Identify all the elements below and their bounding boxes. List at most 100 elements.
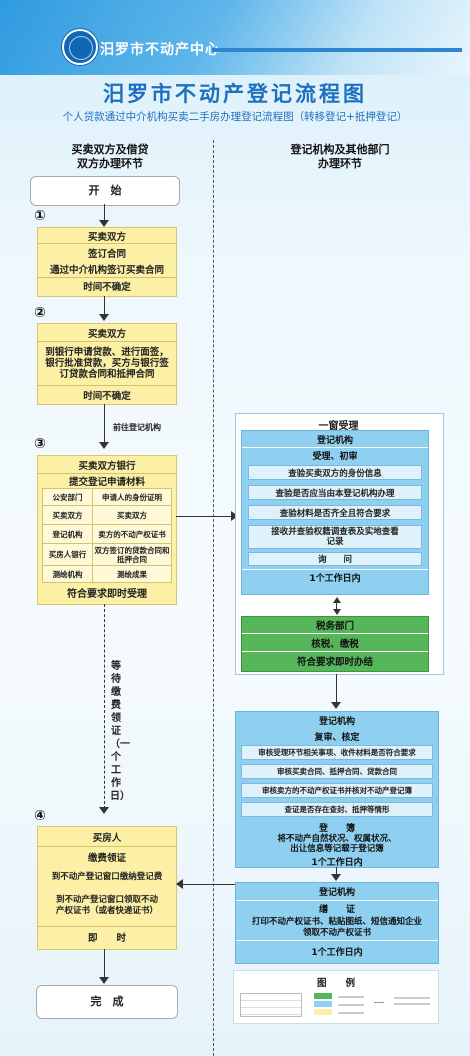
acceptance-item: 查验材料是否齐全且符合要求	[248, 505, 422, 520]
window-title: 一窗受理	[318, 421, 359, 432]
step3-actor: 买卖双方银行	[38, 456, 176, 474]
arrow	[176, 516, 234, 517]
legend-swatch-green	[314, 993, 332, 999]
legend-caption	[338, 1012, 364, 1014]
left-column-header: 买卖双方及借贷双方办理环节	[71, 143, 149, 170]
tax-head: 税务部门	[242, 617, 428, 634]
legend-caption	[338, 1004, 364, 1006]
review-footer: 1个工作日内	[311, 858, 363, 868]
legend-box: 图 例	[233, 970, 439, 1024]
acceptance-footer: 1个工作日内	[242, 569, 428, 585]
step4-action: 缴费领证	[87, 853, 126, 864]
issue-sub: 缮 证	[318, 904, 355, 915]
step1-box: 买卖双方 签订合同 通过中介机构签订买卖合同 时间不确定	[37, 227, 177, 297]
tax-box: 税务部门 核税、缴税 符合要求即时办结	[241, 616, 429, 672]
step-number: ①	[34, 208, 46, 224]
step2-actor: 买卖双方	[38, 324, 176, 342]
arrow	[336, 674, 337, 704]
issue-footer: 1个工作日内	[311, 947, 363, 958]
review-item: 审核卖方的不动产权证书并核对不动产登记簿	[241, 783, 433, 798]
step4-pay: 到不动产登记窗口缴纳登记费	[51, 872, 163, 882]
wait-note: 等待缴费领证（一个工作日）	[110, 661, 130, 802]
arrow-head-icon	[99, 314, 109, 321]
registry-text: 将不动产自然状况、权属状况、出让信息等记载于登记簿	[277, 834, 397, 854]
review-sub: 复审、核定	[314, 733, 360, 743]
header-rule	[212, 48, 462, 52]
tax-sub: 核税、缴税	[242, 634, 428, 652]
arrow-head-icon	[231, 511, 238, 521]
materials-cell: 卖方的不动产权证书	[93, 525, 172, 544]
acceptance-sub: 受理、初审	[312, 452, 358, 462]
arrow	[104, 404, 105, 444]
step4-actor: 买房人	[38, 827, 176, 847]
step1-detail: 通过中介机构签订买卖合同	[38, 261, 176, 278]
legend-swatch-blue	[314, 1001, 332, 1007]
legend-caption	[338, 996, 364, 998]
step2-box: 买卖双方 到银行申请贷款、进行面签，银行批准贷款，买方与银行签订贷款合同和抵押合…	[37, 323, 177, 405]
legend-title: 图 例	[316, 978, 355, 989]
review-box: 登记机构 复审、核定 审核受理环节相关事项、收件材料是否符合要求 审核买卖合同、…	[235, 711, 439, 868]
step-number: ②	[34, 305, 46, 321]
acceptance-item: 接收并查验权籍调查表及实地查看记录	[248, 525, 422, 549]
legend-dashed-line	[374, 1002, 384, 1003]
review-head: 登记机构	[318, 717, 355, 727]
arrow	[336, 602, 337, 610]
materials-cell: 买房人银行	[43, 544, 93, 566]
arrow	[336, 867, 337, 877]
step2-detail: 到银行申请贷款、进行面签，银行批准贷款，买方与银行签订贷款合同和抵押合同	[38, 342, 176, 386]
arrow-head-icon	[331, 874, 341, 881]
acceptance-item: 询 问	[248, 552, 422, 566]
review-item: 审核受理环节相关事项、收件材料是否符合要求	[241, 745, 433, 760]
arrow	[183, 884, 235, 885]
arrow-head-icon	[331, 702, 341, 709]
step3-materials-table: 公安部门 申请人的身份证明 买卖双方 买卖双方 登记机构 卖方的不动产权证书 买…	[42, 488, 172, 583]
step3-box: 买卖双方银行 提交登记申请材料 公安部门 申请人的身份证明 买卖双方 买卖双方 …	[37, 455, 177, 605]
legend-caption	[394, 1003, 430, 1005]
legend-sample-table	[240, 993, 302, 1017]
issue-box: 登记机构 缮 证 打印不动产权证书、粘贴图纸、短信通知企业领取不动产权证书 1个…	[235, 882, 439, 964]
tax-footer: 符合要求即时办结	[296, 656, 373, 668]
arrow-note: 前往登记机构	[113, 423, 161, 432]
materials-cell: 双方签订的贷款合同和抵押合同	[93, 544, 172, 566]
arrow-head-icon	[99, 442, 109, 449]
acceptance-head: 登记机构	[242, 431, 428, 448]
legend-caption	[394, 997, 430, 999]
step4-time: 即 时	[87, 933, 126, 944]
step-number: ③	[34, 436, 46, 452]
step-number: ④	[34, 808, 46, 824]
acceptance-item: 查验是否应当由本登记机构办理	[248, 485, 422, 500]
center-logo-icon	[62, 29, 98, 65]
acceptance-item: 查验买卖双方的身份信息	[248, 465, 422, 480]
step4-box: 买房人 缴费领证 到不动产登记窗口缴纳登记费 到不动产登记窗口领取不动产权证书（…	[37, 826, 177, 950]
materials-cell: 测绘成果	[93, 566, 172, 583]
dashed-arrow	[104, 604, 105, 809]
arrow	[104, 296, 105, 316]
start-node: 开 始	[30, 176, 180, 206]
right-column-header: 登记机构及其他部门办理环节	[290, 143, 390, 170]
column-divider	[213, 140, 214, 1056]
arrow	[104, 204, 105, 222]
step3-footer: 符合要求即时受理	[67, 588, 147, 600]
end-node: 完 成	[36, 985, 178, 1019]
arrow	[104, 949, 105, 979]
review-item: 审核买卖合同、抵押合同、贷款合同	[241, 764, 433, 779]
issue-head: 登记机构	[236, 883, 438, 901]
arrow-head-icon	[99, 220, 109, 227]
page-title: 汨罗市不动产登记流程图	[103, 82, 367, 106]
issue-text: 打印不动产权证书、粘贴图纸、短信通知企业领取不动产权证书	[236, 915, 438, 941]
arrow-head-icon	[99, 977, 109, 984]
step1-actor: 买卖双方	[38, 228, 176, 244]
arrow-up-icon	[333, 597, 341, 603]
page-subtitle: 个人贷款通过中介机构买卖二手房办理登记流程图（转移登记+抵押登记）	[62, 111, 408, 123]
legend-swatch-yellow	[314, 1009, 332, 1015]
materials-cell: 买卖双方	[93, 506, 172, 525]
review-item: 查证是否存在查封、抵押等情形	[241, 802, 433, 817]
acceptance-box: 登记机构 受理、初审 查验买卖双方的身份信息 查验是否应当由本登记机构办理 查验…	[241, 430, 429, 595]
step2-time: 时间不确定	[83, 390, 131, 402]
arrow-head-icon	[99, 807, 109, 814]
arrow-head-icon	[176, 879, 183, 889]
step1-action: 签订合同	[87, 248, 126, 260]
materials-cell: 买卖双方	[43, 506, 93, 525]
materials-cell: 公安部门	[43, 489, 93, 506]
arrow-down-icon	[333, 609, 341, 615]
